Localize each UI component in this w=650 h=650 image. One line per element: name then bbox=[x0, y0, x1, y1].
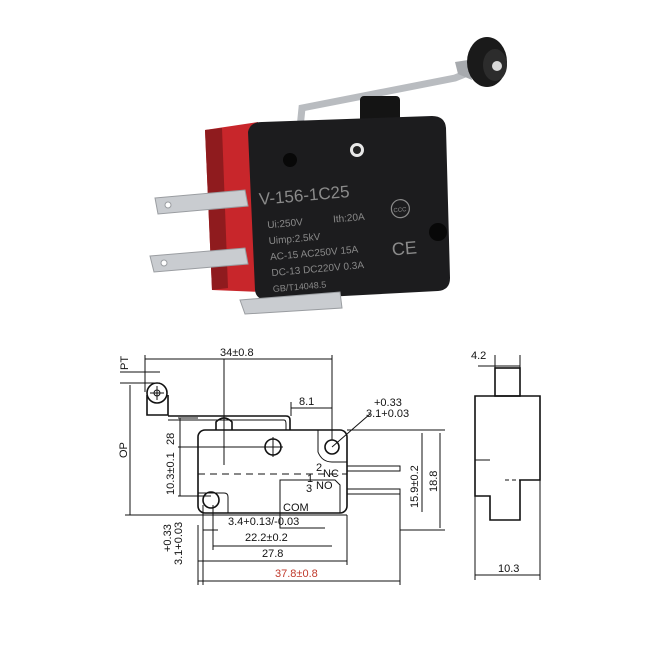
dim-pt: PT bbox=[119, 356, 131, 370]
dim-10-3: 10.3±0.1 bbox=[165, 452, 177, 495]
dim-8-1: 8.1 bbox=[299, 396, 314, 408]
rating-ui: Ui:250V bbox=[267, 217, 304, 231]
dim-22-2: 22.2±0.2 bbox=[245, 532, 288, 544]
terminal-1-number: 1 bbox=[307, 473, 313, 485]
ce-mark: CE bbox=[391, 237, 418, 259]
dim-15-9: 15.9±0.2 bbox=[409, 465, 421, 508]
dim-34: 34±0.8 bbox=[220, 347, 254, 359]
hole-diameter-bottom: 3.1+0.03 bbox=[173, 522, 185, 565]
hole-diameter-top: 3.1+0.03 bbox=[366, 408, 409, 420]
rating-uimp: Uimp:2.5kV bbox=[268, 232, 321, 247]
dim-18-8: 18.8 bbox=[428, 471, 440, 492]
terminal-com-label: COM bbox=[283, 502, 309, 514]
hole-tolerance-top: +0.33 bbox=[374, 397, 402, 409]
dim-28: 28 bbox=[165, 433, 177, 445]
terminal-2-number: 2 bbox=[316, 462, 322, 474]
dim-4-2: 4.2 bbox=[471, 350, 486, 362]
switch-body bbox=[248, 116, 450, 300]
dim-op: OP bbox=[118, 442, 130, 458]
front-view-drawing: 2 NC 1 3 NO COM 34±0.8 PT OP 28 10.3±0.1… bbox=[118, 347, 445, 585]
svg-text:CCC: CCC bbox=[393, 207, 407, 214]
rating-standard: GB/T14048.5 bbox=[272, 279, 326, 294]
terminal-nc-label: NC bbox=[323, 468, 339, 480]
mount-hole-side bbox=[429, 223, 447, 241]
switch-photo: V-156-1C25 Ui:250V Ith:20A Uimp:2.5kV AC… bbox=[149, 37, 507, 315]
roller bbox=[467, 37, 507, 87]
hole-tolerance-bottom: +0.33 bbox=[162, 524, 174, 552]
side-view-drawing: 4.2 10.3 bbox=[471, 350, 541, 580]
dim-37-8: 37.8±0.8 bbox=[275, 568, 318, 580]
terminal-no-label: NO bbox=[316, 480, 333, 492]
rating-ith: Ith:20A bbox=[333, 212, 366, 226]
dim-10-3-side: 10.3 bbox=[498, 563, 519, 575]
dim-27-8: 27.8 bbox=[262, 548, 283, 560]
terminal-3-number: 3 bbox=[306, 483, 312, 495]
ccc-mark-icon: CCC bbox=[390, 199, 410, 219]
terminals bbox=[149, 189, 343, 315]
dim-3-4: 3.4+0.13/-0.03 bbox=[228, 516, 299, 528]
